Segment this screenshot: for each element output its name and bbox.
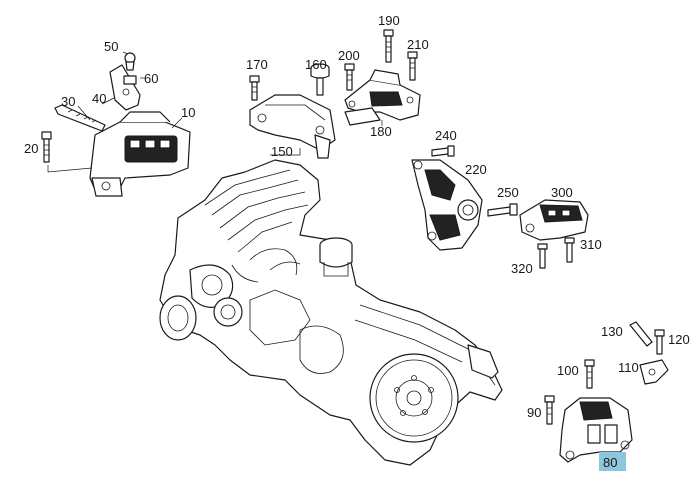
callout-240[interactable]: 240 <box>435 128 457 143</box>
callout-10[interactable]: 10 <box>181 105 195 120</box>
callout-220[interactable]: 220 <box>465 162 487 177</box>
callout-110[interactable]: 110 <box>618 360 639 375</box>
callout-170[interactable]: 170 <box>246 57 268 72</box>
engine-mount-right <box>544 321 669 463</box>
bracket-150 <box>249 63 336 159</box>
callout-20[interactable]: 20 <box>24 141 38 156</box>
callout-90[interactable]: 90 <box>527 405 541 420</box>
callout-180[interactable]: 180 <box>370 124 392 139</box>
callout-60[interactable]: 60 <box>144 71 158 86</box>
callout-210[interactable]: 210 <box>407 37 429 52</box>
mount-300 <box>487 199 589 269</box>
callout-120[interactable]: 120 <box>668 332 690 347</box>
callout-80[interactable]: 80 <box>603 455 617 470</box>
callout-160[interactable]: 160 <box>305 57 327 72</box>
callout-50[interactable]: 50 <box>104 39 118 54</box>
callout-300[interactable]: 300 <box>551 185 573 200</box>
support-220 <box>411 145 483 251</box>
callout-250[interactable]: 250 <box>497 185 519 200</box>
callout-100[interactable]: 100 <box>557 363 579 378</box>
mount-180 <box>344 29 421 126</box>
callout-30[interactable]: 30 <box>61 94 75 109</box>
callout-40[interactable]: 40 <box>92 91 106 106</box>
callout-190[interactable]: 190 <box>378 13 400 28</box>
callout-80-highlight <box>599 452 626 471</box>
engine-mount-left <box>41 104 191 197</box>
callout-150[interactable]: 150 <box>271 144 293 159</box>
callout-320[interactable]: 320 <box>511 261 533 276</box>
engine-assembly <box>159 159 503 466</box>
callout-200[interactable]: 200 <box>338 48 360 63</box>
callout-310[interactable]: 310 <box>580 237 602 252</box>
callout-130[interactable]: 130 <box>601 324 623 339</box>
bracket-40 <box>109 52 141 111</box>
